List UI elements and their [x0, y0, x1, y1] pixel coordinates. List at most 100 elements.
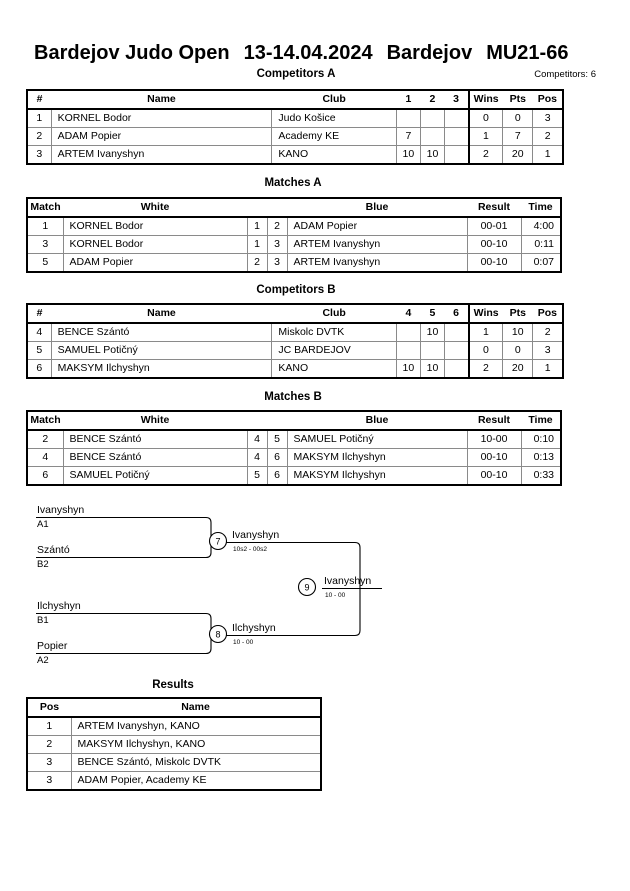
bracket-entry-1-seed: A1 [37, 519, 49, 530]
cell-name: ADAM Popier, Academy KE [70, 771, 322, 791]
cell-result: 00-10 [466, 466, 522, 486]
table-header-row: # Name Club 1 2 3 Wins Pts Pos [27, 90, 563, 110]
bracket-match-number-9: 9 [304, 583, 309, 593]
cell-points: 10 [502, 322, 534, 342]
cell-points: 0 [502, 341, 534, 360]
cell-score-2: 10 [419, 322, 446, 342]
cell-position: 1 [26, 716, 72, 736]
event-dates: 13-14.04.2024 [243, 42, 373, 64]
col-name: Name [51, 304, 272, 324]
cell-name: ADAM Popier [50, 127, 273, 146]
cell-blue-name: SAMUEL Potičný [286, 429, 468, 449]
cell-result: 00-10 [466, 448, 522, 467]
cell-club: Miskolc DVTK [271, 322, 397, 342]
col-name: Name [51, 90, 272, 110]
cell-position: 3 [26, 771, 72, 791]
cell-position: 3 [26, 753, 72, 772]
cell-score-2 [419, 108, 446, 128]
col-name: Name [71, 698, 321, 718]
bracket-final-winner: Ivanyshyn [324, 575, 371, 587]
cell-blue-name: MAKSYM Ilchyshyn [286, 448, 468, 467]
cell-result: 00-01 [466, 216, 522, 236]
cell-white-name: BENCE Szántó [62, 448, 248, 467]
bracket-entry-2: Szántó B2 [36, 544, 206, 570]
cell-time: 0:11 [520, 235, 562, 254]
cell-blue-number: 2 [266, 216, 288, 236]
cell-score-2: 10 [419, 145, 446, 165]
col-blue-number [267, 198, 287, 218]
cell-score-3 [443, 145, 470, 165]
event-name: Bardejov Judo Open [34, 42, 230, 64]
cell-score-3 [443, 127, 470, 146]
cell-time: 0:13 [520, 448, 562, 467]
col-blue: Blue [287, 411, 467, 431]
cell-white-name: KORNEL Bodor [62, 216, 248, 236]
col-result: Result [467, 198, 521, 218]
cell-result: 10-00 [466, 429, 522, 449]
cell-match-number: 6 [26, 466, 64, 486]
table-header-row: Match White Blue Result Time [27, 411, 561, 431]
bracket-entry-4-seed: A2 [37, 655, 49, 666]
bracket-final-score: 10 - 00 [325, 592, 346, 599]
cell-wins: 2 [467, 359, 504, 379]
bracket-match-number-7-circle [208, 531, 228, 551]
cell-time: 0:33 [520, 466, 562, 486]
cell-match-number: 4 [26, 448, 64, 467]
bracket-semifinal-1-winner: Ivanyshyn [232, 529, 279, 541]
bracket-entry-4: Popier A2 [36, 640, 206, 666]
col-opponent-1: 1 [396, 90, 421, 110]
elimination-bracket: Ivanyshyn A1 Szántó B2 Ilchyshyn B1 Popi… [0, 493, 630, 673]
cell-number: 4 [26, 322, 52, 342]
col-pts: Pts [502, 90, 533, 110]
cell-white-number: 2 [246, 253, 268, 273]
heading-matches-a: Matches A [264, 177, 322, 189]
col-time: Time [521, 411, 561, 431]
cell-result: 00-10 [466, 253, 522, 273]
col-wins: Wins [467, 304, 503, 324]
col-white-number [247, 411, 267, 431]
col-number: # [27, 304, 52, 324]
cell-blue-name: ARTEM Ivanyshyn [286, 253, 468, 273]
cell-blue-name: ARTEM Ivanyshyn [286, 235, 468, 254]
bracket-match-number-7: 7 [215, 537, 220, 547]
cell-name: KORNEL Bodor [50, 108, 273, 128]
cell-position: 3 [532, 108, 564, 128]
cell-match-number: 1 [26, 216, 64, 236]
competitors-count: Competitors: 6 [534, 69, 596, 80]
cell-match-number: 2 [26, 429, 64, 449]
table-header-row: # Name Club 4 5 6 Wins Pts Pos [27, 304, 563, 324]
col-club: Club [271, 90, 397, 110]
cell-position: 1 [532, 359, 564, 379]
cell-club: Judo Košice [271, 108, 397, 128]
cell-wins: 1 [467, 322, 504, 342]
cell-name: ARTEM Ivanyshyn [50, 145, 273, 165]
cell-time: 4:00 [520, 216, 562, 236]
cell-blue-number: 6 [266, 448, 288, 467]
cell-white-number: 1 [246, 235, 268, 254]
cell-score-1: 10 [395, 359, 421, 379]
col-time: Time [521, 198, 561, 218]
bracket-entry-4-name: Popier [37, 640, 68, 652]
col-wins: Wins [467, 90, 503, 110]
cell-score-2 [419, 341, 446, 360]
bracket-semifinal-2: Ilchyshyn 10 - 00 8 [208, 622, 355, 646]
col-pts: Pts [502, 304, 533, 324]
cell-blue-number: 3 [266, 253, 288, 273]
cell-club: KANO [271, 145, 397, 165]
col-opponent-4: 4 [396, 304, 421, 324]
weight-category: MU21-66 [486, 42, 569, 64]
bracket-match-number-9-circle [297, 577, 317, 597]
bracket-entry-1: Ivanyshyn A1 [36, 504, 206, 530]
cell-points: 0 [502, 108, 534, 128]
bracket-entry-3-seed: B1 [37, 615, 49, 626]
